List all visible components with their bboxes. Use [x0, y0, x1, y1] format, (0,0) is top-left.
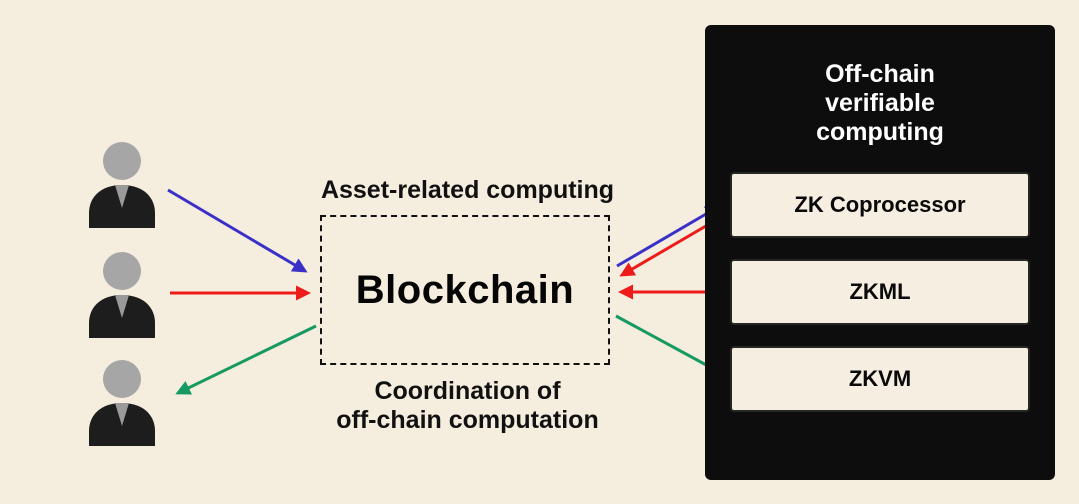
zkvm-label: ZKVM	[848, 366, 912, 391]
zkml-node: ZKML	[730, 259, 1030, 325]
blockchain-node: Blockchain	[320, 215, 610, 365]
offchain-panel: Off-chain verifiable computing ZK Coproc…	[705, 25, 1055, 480]
user-icon	[89, 252, 155, 338]
arrow-blockchain-to-user3	[175, 324, 317, 395]
zkml-label: ZKML	[849, 279, 911, 304]
arrow-user1-to-blockchain	[167, 188, 308, 273]
asset-computing-label: Asset-related computing	[320, 176, 615, 204]
zk-coprocessor-node: ZK Coprocessor	[730, 172, 1030, 238]
offchain-panel-title: Off-chain verifiable computing	[816, 60, 944, 146]
blockchain-label: Blockchain	[355, 267, 575, 312]
zk-coprocessor-label: ZK Coprocessor	[794, 192, 966, 217]
user-icon	[89, 142, 155, 228]
arrow-blockchain-to-zk-coprocessor	[616, 205, 721, 268]
zkvm-node: ZKVM	[730, 346, 1030, 412]
user-icon	[89, 360, 155, 446]
coordination-label: Coordination of off-chain computation	[336, 377, 599, 434]
